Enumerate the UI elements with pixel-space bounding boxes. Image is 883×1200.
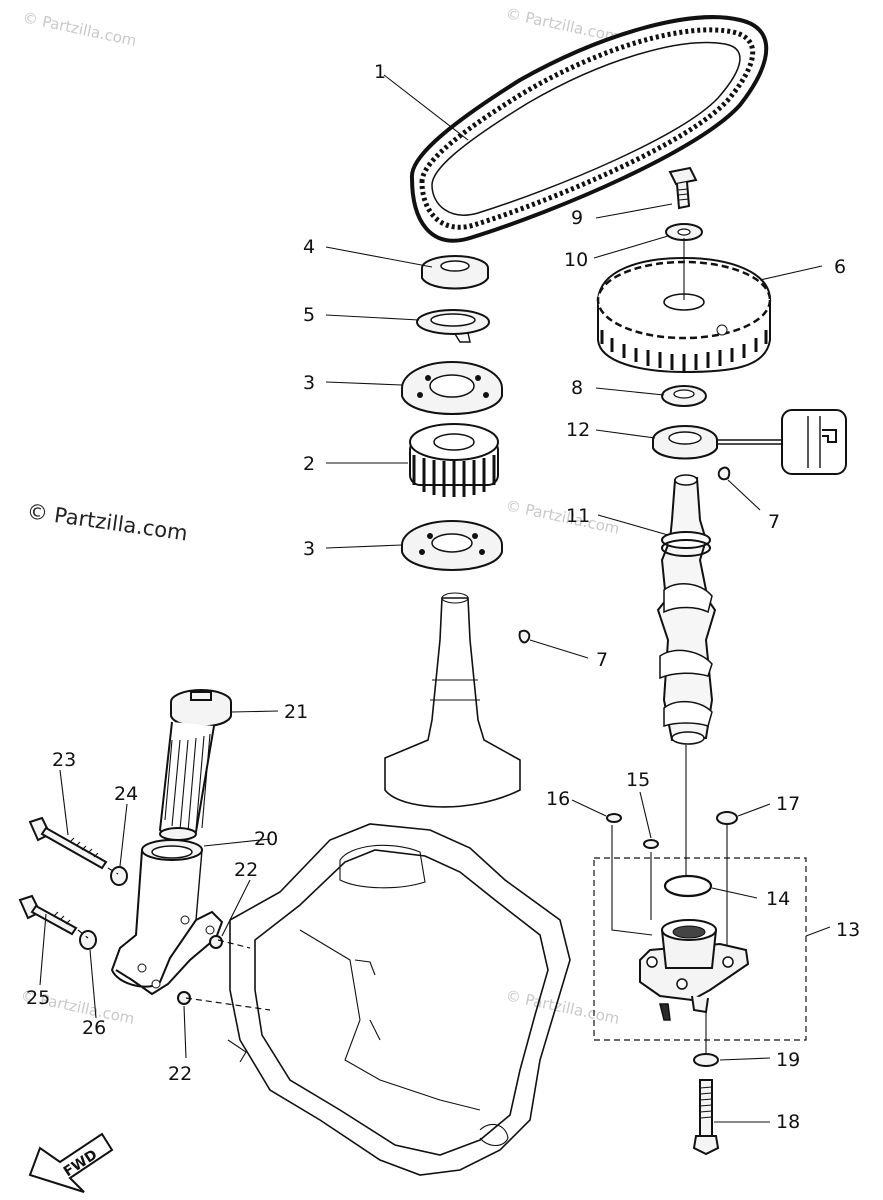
callout-22-upper: 22: [234, 859, 258, 881]
forward-arrow-icon: FWD: [28, 1132, 114, 1193]
lock-washer: [416, 309, 490, 343]
callout-5: 5: [303, 304, 315, 326]
camshaft-washer: [665, 223, 703, 241]
camshaft-bolt: [668, 166, 698, 210]
callout-21: 21: [284, 701, 308, 723]
copyright-credit: © Partzilla.com: [25, 499, 189, 545]
filter-assembly-lines: [77, 867, 271, 1011]
oil-pump-assembly-box: [593, 857, 807, 1041]
timing-belt: [409, 15, 769, 243]
pump-bolt: [692, 1079, 720, 1156]
callout-10: 10: [564, 249, 588, 271]
oil-filter-housing: [110, 839, 224, 996]
o-ring-15: [643, 839, 659, 849]
assembly-lines: [611, 238, 728, 1055]
callout-4: 4: [303, 236, 315, 258]
spacer: [661, 385, 707, 407]
callout-9: 9: [571, 207, 583, 229]
callout-7-crankshaft: 7: [596, 649, 608, 671]
housing-bolt-long: [28, 816, 108, 870]
o-ring-17: [716, 811, 738, 825]
callout-19: 19: [776, 1049, 800, 1071]
oil-pump: [639, 919, 750, 1021]
nut: [421, 255, 489, 290]
callout-1: 1: [374, 61, 386, 83]
callout-7-camshaft: 7: [768, 511, 780, 533]
callout-25: 25: [26, 987, 50, 1009]
callout-3-upper: 3: [303, 372, 315, 394]
housing-washer-26: [79, 930, 97, 950]
drive-sprocket: [409, 423, 499, 497]
callout-14: 14: [766, 888, 790, 910]
callout-13: 13: [836, 919, 860, 941]
engine-block-outline: [227, 823, 571, 1176]
callout-23: 23: [52, 749, 76, 771]
callout-6: 6: [834, 256, 846, 278]
callout-8: 8: [571, 377, 583, 399]
callout-26: 26: [82, 1017, 106, 1039]
pump-washer: [693, 1053, 719, 1067]
callout-20: 20: [254, 828, 278, 850]
watermark: © Partzilla.com: [504, 986, 621, 1028]
leader-lines: [39, 74, 831, 1123]
callout-2: 2: [303, 453, 315, 475]
callout-3-lower: 3: [303, 538, 315, 560]
camshaft: [656, 466, 731, 745]
callout-16: 16: [546, 788, 570, 810]
o-ring-16: [606, 813, 622, 823]
plate-lower: [401, 520, 503, 571]
seal-detail-inset: [718, 409, 847, 475]
callout-24: 24: [114, 783, 138, 805]
watermark: © Partzilla.com: [21, 8, 138, 50]
callout-11: 11: [566, 505, 590, 527]
oil-seal: [652, 425, 718, 460]
callout-18: 18: [776, 1111, 800, 1133]
housing-washer-24: [110, 866, 128, 886]
o-ring-14: [663, 874, 713, 898]
crankshaft-end: [384, 592, 531, 808]
oil-filter-element: [158, 689, 232, 841]
callout-12: 12: [566, 419, 590, 441]
callouts: 1 2 3 3 4 5 6 7 7 8 9 10 11 12 13 14 15 …: [26, 61, 860, 1133]
housing-bolt-short: [18, 894, 78, 936]
callout-15: 15: [626, 769, 650, 791]
o-ring-22-upper: [209, 935, 223, 949]
callout-17: 17: [776, 793, 800, 815]
plate-upper: [401, 361, 503, 415]
callout-22-lower: 22: [168, 1063, 192, 1085]
